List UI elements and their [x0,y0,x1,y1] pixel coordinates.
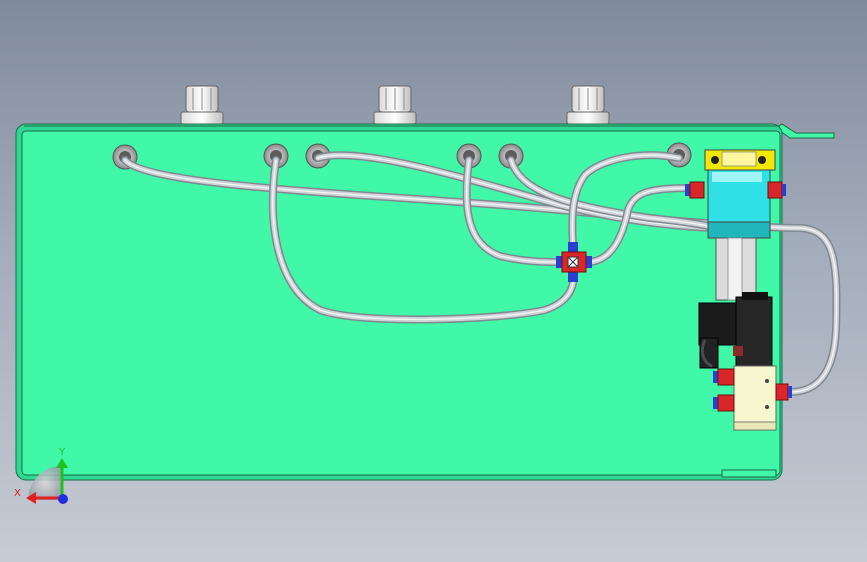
coordinate-triad: X Y [14,447,68,504]
cylinder-fitting-right[interactable] [767,181,786,199]
base-panel[interactable] [15,123,783,481]
knob-middle[interactable] [373,85,417,125]
valve-port-upper[interactable] [713,368,735,386]
valve-port-right[interactable] [775,383,792,401]
air-cylinder[interactable] [704,149,776,301]
solenoid-valve[interactable] [698,292,777,431]
knob-right[interactable] [566,85,610,125]
panel-foot [721,469,777,478]
bracket-flange [775,123,835,139]
cross-fitting[interactable] [556,242,592,282]
triad-z-axis [58,494,68,504]
tube-c[interactable] [268,156,578,324]
tube-d[interactable] [462,156,564,266]
tube-g[interactable] [586,184,694,266]
knob-left[interactable] [180,85,224,125]
cylinder-fitting-left[interactable] [685,181,705,199]
triad-x-label: X [14,488,21,499]
triad-y-label: Y [58,447,66,458]
valve-port-lower[interactable] [713,394,735,412]
tube-b[interactable] [314,151,716,232]
tube-f[interactable] [568,151,683,250]
